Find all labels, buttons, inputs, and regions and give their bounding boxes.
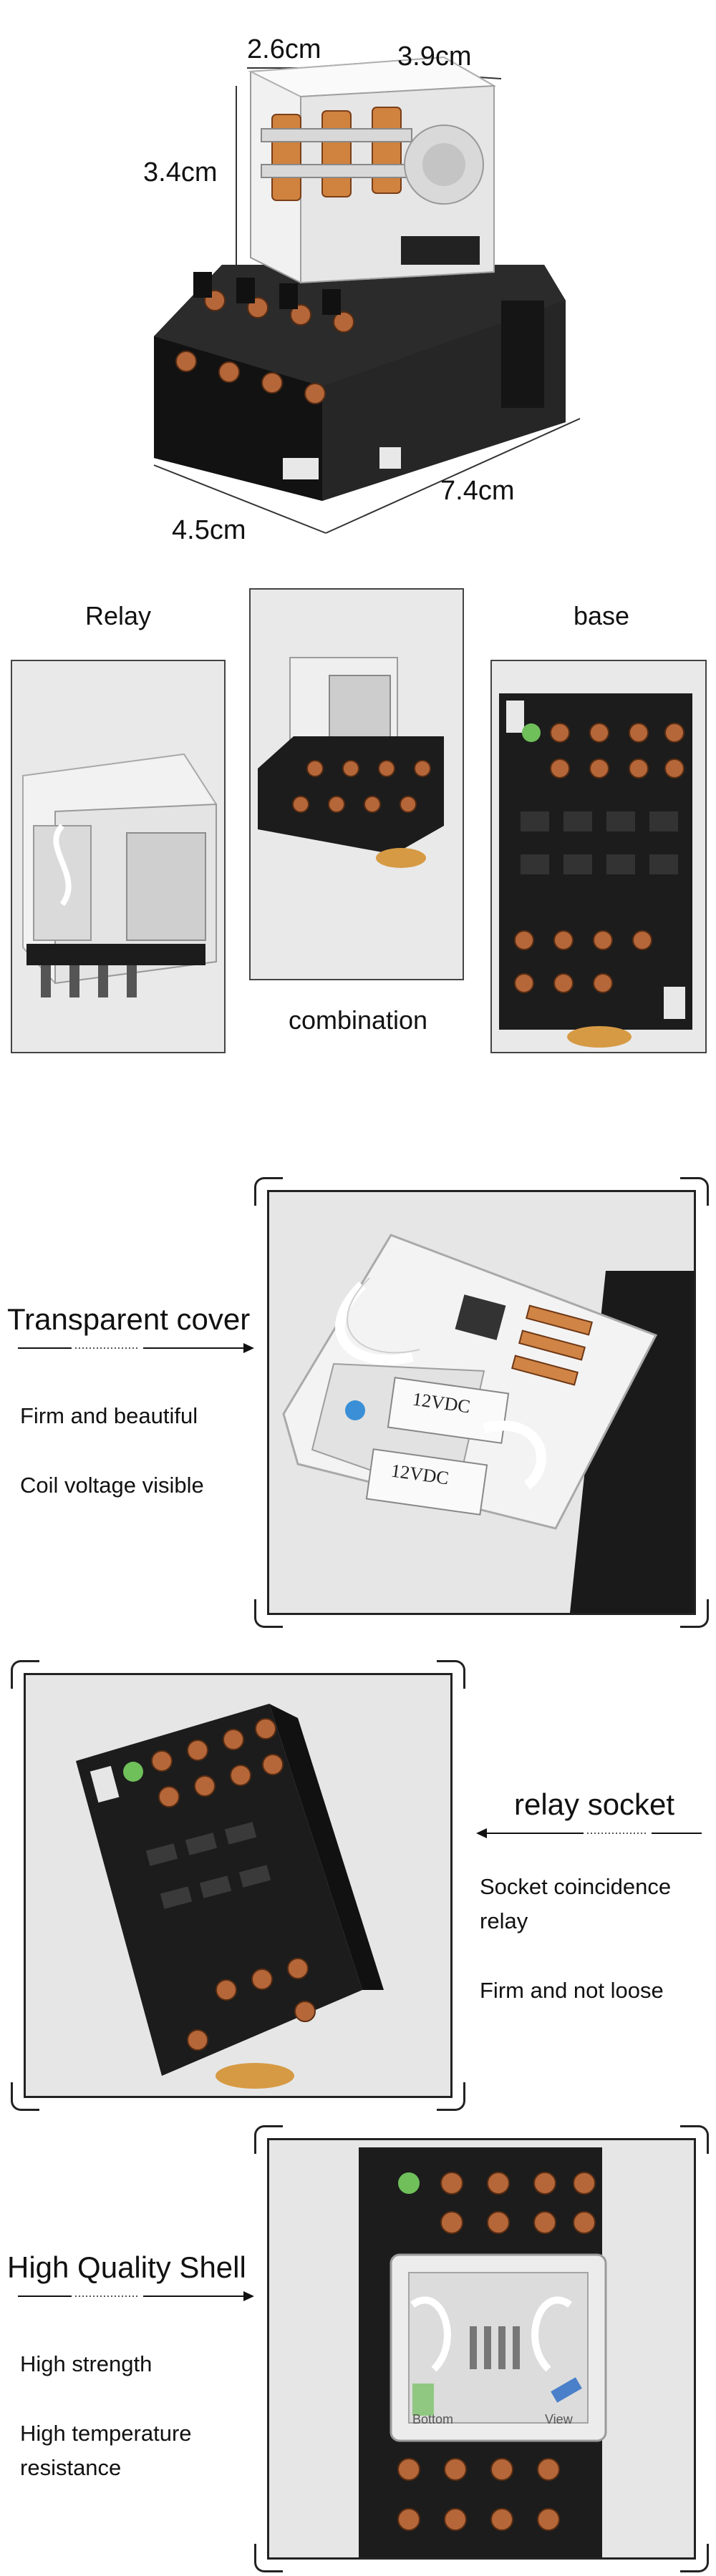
base-length-dimension: 7.4cm — [440, 476, 515, 506]
cover-feature-1: Firm and beautiful — [20, 1403, 198, 1428]
shell-arrow — [18, 2291, 254, 2301]
socket-title: relay socket — [514, 1787, 675, 1821]
relay-socket-illustration — [76, 1704, 384, 2089]
relay-label: Relay — [84, 601, 152, 630]
combination-illustration — [258, 657, 444, 868]
relay-with-socket-illustration — [153, 56, 581, 534]
shell-label-bottom: Bottom — [412, 2412, 454, 2426]
shell-photo: Bottom View — [267, 2138, 696, 2560]
cover-feature-2: Coil voltage visible — [20, 1473, 204, 1498]
shell-feature-1: High strength — [20, 2351, 153, 2376]
socket-feature-1: Socket coincidence — [480, 1874, 672, 1899]
cover-arrow — [18, 1343, 254, 1353]
high-quality-shell-illustration — [359, 2147, 607, 2557]
cover-photo: 12VDC 12VDC — [267, 1190, 696, 1615]
shell-label-view: View — [545, 2412, 573, 2426]
shell-feature-2-cont: resistance — [20, 2455, 122, 2480]
shell-feature-2: High temperature — [20, 2421, 192, 2446]
combination-photo — [249, 588, 464, 980]
relay-illustration — [22, 753, 217, 997]
dimension-section: 2.6cm 3.9cm 3.4cm 4.5cm 7.4cm — [0, 0, 716, 572]
shell-title: High Quality Shell — [7, 2250, 246, 2284]
shell-photo-frame: Bottom View — [254, 2125, 709, 2572]
cover-title: Transparent cover — [7, 1302, 251, 1336]
socket-arrow — [476, 1828, 702, 1838]
socket-photo-frame — [11, 1660, 465, 2111]
base-label: base — [573, 601, 630, 630]
height-dimension: 3.4cm — [143, 157, 218, 187]
width-dimension: 3.9cm — [397, 42, 472, 72]
relay-photo — [11, 660, 226, 1053]
transparent-cover-illustration — [282, 1234, 694, 1613]
depth-dimension: 2.6cm — [247, 34, 321, 64]
socket-photo — [24, 1673, 453, 2098]
base-width-dimension: 4.5cm — [172, 515, 246, 545]
socket-feature-2: Firm and not loose — [480, 1978, 664, 2003]
base-photo — [490, 660, 707, 1053]
combination-label: combination — [288, 1005, 428, 1035]
socket-feature-1-cont: relay — [480, 1908, 528, 1933]
cover-photo-frame: 12VDC 12VDC — [254, 1177, 709, 1628]
base-illustration — [499, 693, 692, 1048]
